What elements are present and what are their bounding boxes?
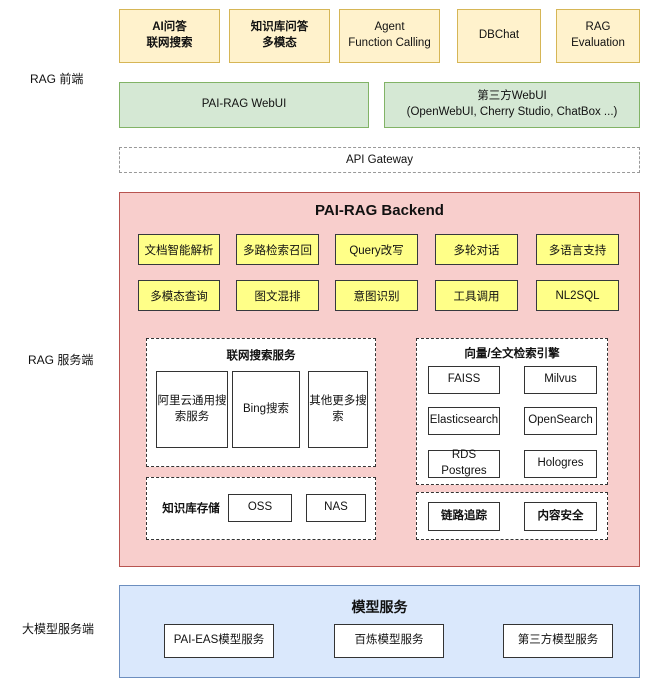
model-service-title: 模型服务 [351, 599, 408, 615]
model-bailian: 百炼模型服务 [334, 624, 444, 658]
engine-milvus: Milvus [524, 366, 597, 394]
app-ai-qa-web-search: AI问答 联网搜索 [119, 9, 220, 63]
feature-multimodal-query: 多模态查询 [138, 280, 220, 311]
engine-elasticsearch: Elasticsearch [428, 407, 500, 435]
backend-title: PAI-RAG Backend [315, 201, 444, 219]
engine-opensearch: OpenSearch [524, 407, 597, 435]
app-rag-evaluation: RAG Evaluation [556, 9, 640, 63]
storage-oss: OSS [228, 494, 292, 522]
engine-faiss: FAISS [428, 366, 500, 394]
storage-nas: NAS [306, 494, 366, 522]
tier-label-frontend: RAG 前端 [30, 72, 84, 86]
feature-multilingual: 多语言支持 [536, 234, 619, 265]
third-party-webui: 第三方WebUI (OpenWebUI, Cherry Studio, Chat… [384, 82, 640, 128]
feature-tool-calling: 工具调用 [435, 280, 518, 311]
content-safety: 内容安全 [524, 502, 597, 531]
vector-search-title: 向量/全文检索引擎 [464, 348, 560, 360]
bing-search: Bing搜索 [232, 371, 300, 448]
model-third-party: 第三方模型服务 [503, 624, 613, 658]
kb-storage-title: 知识库存储 [162, 503, 220, 515]
tracing: 链路追踪 [428, 502, 500, 531]
web-search-title: 联网搜索服务 [226, 350, 296, 362]
aliyun-search-service: 阿里云通用搜 索服务 [156, 371, 228, 448]
pai-rag-webui: PAI-RAG WebUI [119, 82, 369, 128]
feature-query-rewrite: Query改写 [335, 234, 418, 265]
feature-doc-parsing: 文档智能解析 [138, 234, 220, 265]
engine-hologres: Hologres [524, 450, 597, 478]
model-pai-eas: PAI-EAS模型服务 [164, 624, 274, 658]
tier-label-service: RAG 服务端 [28, 353, 94, 367]
app-kb-qa-multimodal: 知识库问答 多模态 [229, 9, 330, 63]
more-search: 其他更多搜 索 [308, 371, 368, 448]
api-gateway: API Gateway [119, 147, 640, 173]
feature-nl2sql: NL2SQL [536, 280, 619, 311]
app-agent-function-calling: Agent Function Calling [339, 9, 440, 63]
feature-image-text-layout: 图文混排 [236, 280, 319, 311]
engine-rds-postgres: RDS Postgres [428, 449, 500, 478]
feature-intent-recognition: 意图识别 [335, 280, 418, 311]
feature-multi-recall: 多路检索召回 [236, 234, 319, 265]
app-dbchat: DBChat [457, 9, 541, 63]
feature-multi-turn: 多轮对话 [435, 234, 518, 265]
tier-label-model: 大模型服务端 [22, 622, 95, 636]
